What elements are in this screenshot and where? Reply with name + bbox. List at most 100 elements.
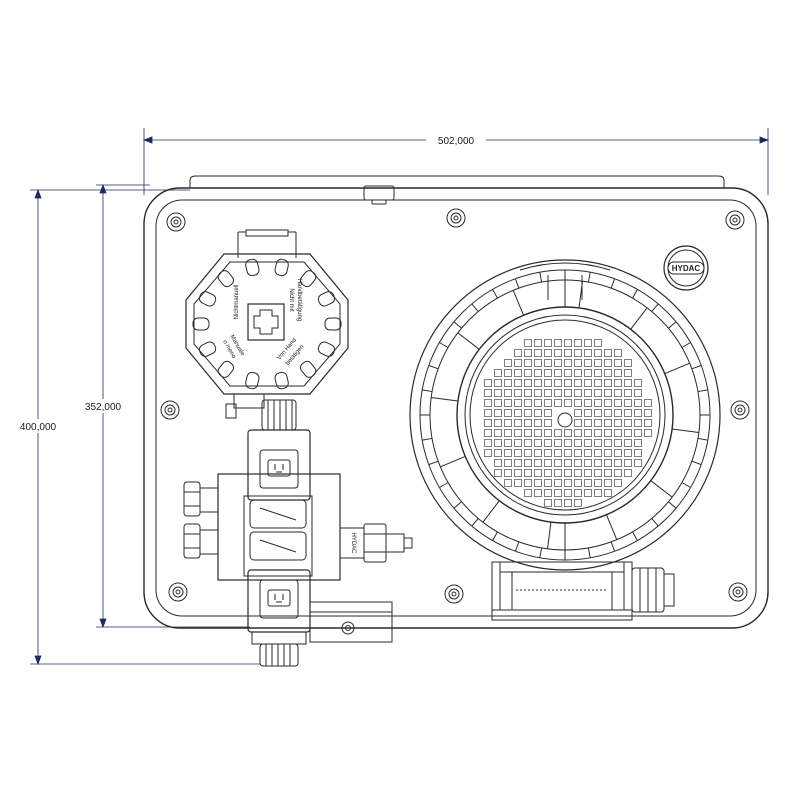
fan-grid-cell bbox=[524, 379, 532, 387]
fan-grid-cell bbox=[614, 449, 622, 457]
fan-grid-cell bbox=[524, 469, 532, 477]
housing-rib bbox=[650, 480, 673, 498]
dimension-overall-height-label: 400,000 bbox=[20, 422, 57, 433]
fan-grid-cell bbox=[624, 369, 632, 377]
fan-grid-cell bbox=[524, 439, 532, 447]
mounting-screws bbox=[160, 208, 750, 604]
housing-rib bbox=[672, 428, 699, 433]
fan-grid-cell bbox=[604, 489, 612, 497]
fan-grid-cell bbox=[634, 429, 642, 437]
fan-grid-cell bbox=[584, 429, 592, 437]
fan-grid-cell bbox=[524, 429, 532, 437]
fan-grid-cell bbox=[514, 369, 522, 377]
fan-grid-cell bbox=[574, 379, 582, 387]
fan-grid-cell bbox=[554, 439, 562, 447]
fan-grid-cell bbox=[564, 389, 572, 397]
fan-grid-cell bbox=[624, 449, 632, 457]
fan-grid-cell bbox=[534, 479, 542, 487]
fan-grid-cell bbox=[604, 349, 612, 357]
fan-grid-cell bbox=[574, 479, 582, 487]
gauge-knob bbox=[317, 341, 336, 357]
dimension-panel-height-label: 352,000 bbox=[85, 402, 122, 413]
fan-grid-cell bbox=[614, 439, 622, 447]
fan-grid-cell bbox=[494, 459, 502, 467]
cooling-fin bbox=[514, 541, 520, 552]
fan-grid-cell bbox=[564, 369, 572, 377]
fan-grid-cell bbox=[624, 379, 632, 387]
fan-grid-cell bbox=[534, 489, 542, 497]
fan-grid-cell bbox=[634, 439, 642, 447]
gauge-text-2: Nicht mit bbox=[288, 288, 294, 312]
fan-grid-cell bbox=[494, 429, 502, 437]
fan-grid-cell bbox=[604, 469, 612, 477]
fan-grid-cell bbox=[574, 389, 582, 397]
fan-grid-cell bbox=[624, 409, 632, 417]
fan-grid-cell bbox=[524, 479, 532, 487]
cooling-fin bbox=[681, 482, 691, 488]
fan-grid-cell bbox=[594, 369, 602, 377]
fan-grid-cell bbox=[514, 439, 522, 447]
fan-grid-cell bbox=[484, 439, 492, 447]
cooling-fin bbox=[471, 518, 479, 527]
fan-grid-cell bbox=[584, 389, 592, 397]
fan-grid-cell bbox=[494, 439, 502, 447]
fan-grid-cell bbox=[614, 359, 622, 367]
fan-grid-cell bbox=[584, 479, 592, 487]
fan-grid-cell bbox=[524, 359, 532, 367]
fan-grid-cell bbox=[544, 479, 552, 487]
fan-grid-cell bbox=[604, 359, 612, 367]
mounting-bracket bbox=[309, 601, 393, 643]
fan-grid-cell bbox=[604, 479, 612, 487]
pressure-gauge bbox=[185, 229, 349, 395]
fan-grid-cell bbox=[584, 459, 592, 467]
fan-grid-cell bbox=[594, 389, 602, 397]
fan-grid-cell bbox=[644, 409, 652, 417]
fan-grid-cell bbox=[534, 339, 542, 347]
fan-grid-cell bbox=[514, 389, 522, 397]
gauge-knob bbox=[299, 270, 317, 288]
fan-grid-cell bbox=[594, 359, 602, 367]
fan-grid-cell bbox=[574, 459, 582, 467]
fan-grid-cell bbox=[594, 439, 602, 447]
fan-grid-cell bbox=[634, 379, 642, 387]
fan-grid-cell bbox=[514, 409, 522, 417]
fan-grid-cell bbox=[544, 389, 552, 397]
fan-grid-cell bbox=[534, 379, 542, 387]
fan-grid-cell bbox=[604, 429, 612, 437]
fan-grid-cell bbox=[544, 429, 552, 437]
cooling-fin bbox=[651, 518, 659, 527]
fan-grid-cell bbox=[504, 359, 512, 367]
fan-grid-cell bbox=[584, 489, 592, 497]
fan-grid-cell bbox=[564, 429, 572, 437]
fan-grid-cell bbox=[614, 419, 622, 427]
fan-grid-cell bbox=[614, 389, 622, 397]
cooling-fin bbox=[691, 460, 702, 466]
fan-grid-cell bbox=[564, 339, 572, 347]
fan-grid-cell bbox=[504, 379, 512, 387]
fan-grid-cell bbox=[514, 359, 522, 367]
fan-grid-cell bbox=[594, 489, 602, 497]
housing-rib bbox=[440, 455, 466, 468]
cooling-fin bbox=[610, 541, 616, 552]
fan-grid-cell bbox=[594, 379, 602, 387]
cooling-fin bbox=[428, 460, 439, 466]
fan-grid-cell bbox=[524, 489, 532, 497]
dimension-overall-height bbox=[30, 188, 260, 666]
cooling-fin bbox=[471, 303, 479, 312]
fan-grid-cell bbox=[584, 379, 592, 387]
cooling-fin bbox=[697, 389, 708, 393]
fan-grid-cell bbox=[624, 439, 632, 447]
gauge-labels: Nichtmanuell Nicht mit Handbetätigung Vo… bbox=[221, 279, 305, 367]
fan-grid-cell bbox=[594, 409, 602, 417]
fan-grid-cell bbox=[594, 429, 602, 437]
fan-grid-cell bbox=[554, 479, 562, 487]
cable-gland bbox=[631, 567, 675, 613]
fan-grid-cell bbox=[614, 469, 622, 477]
motor-cooling-fins bbox=[420, 270, 710, 560]
fan-grid-cell bbox=[524, 449, 532, 457]
fan-grid-cell bbox=[534, 449, 542, 457]
cooling-fin bbox=[587, 272, 591, 283]
gauge-knob bbox=[274, 258, 289, 277]
